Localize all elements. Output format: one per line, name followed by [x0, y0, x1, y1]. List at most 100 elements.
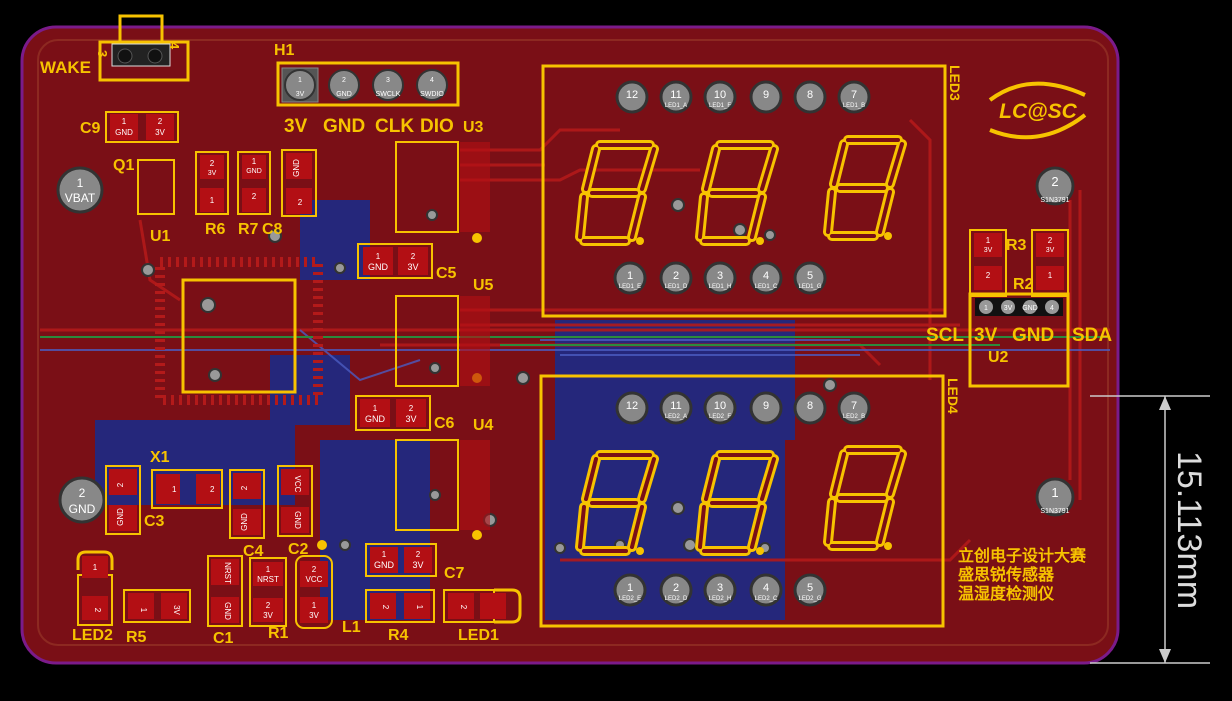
display-pin — [793, 261, 827, 295]
svg-text:2: 2 — [312, 565, 317, 574]
display-pin — [615, 80, 649, 114]
svg-text:GND: GND — [368, 262, 389, 272]
svg-text:3V: 3V — [412, 560, 423, 570]
r3-label: R3 — [1006, 237, 1027, 254]
svg-text:盛思锐传感器: 盛思锐传感器 — [958, 565, 1055, 584]
svg-text:GND: GND — [323, 116, 365, 137]
svg-text:1: 1 — [415, 605, 424, 610]
svg-text:2: 2 — [298, 198, 303, 207]
svg-text:2: 2 — [240, 485, 249, 490]
svg-text:3V: 3V — [263, 611, 273, 620]
svg-text:3V: 3V — [405, 414, 416, 424]
svg-text:2: 2 — [93, 608, 102, 613]
svg-text:GND: GND — [292, 159, 301, 177]
x1-crystal: 1 2 — [151, 469, 223, 509]
pin-number: 11 — [670, 89, 681, 101]
lcsc-logo: LC@SC — [988, 81, 1087, 140]
svg-text:1: 1 — [298, 77, 302, 84]
svg-text:1: 1 — [266, 565, 271, 574]
svg-text:VCC: VCC — [306, 575, 323, 584]
svg-text:4: 4 — [430, 77, 434, 84]
pin-net-label: LED1_H — [709, 284, 732, 290]
x1-label: X1 — [150, 449, 170, 466]
display-pin — [659, 391, 693, 425]
display-pin — [793, 80, 827, 114]
gnd-pad: 2 GND — [58, 476, 106, 524]
h1-label: H1 — [274, 42, 295, 59]
c9-label: C9 — [80, 120, 101, 137]
sensor-pin-2: 2 S1N3791 — [1035, 166, 1075, 206]
c4-cap: 2 GND — [229, 469, 265, 539]
svg-text:GND: GND — [293, 511, 302, 529]
svg-text:1: 1 — [373, 404, 378, 413]
u3-label: U3 — [463, 119, 484, 136]
svg-text:GND: GND — [365, 414, 386, 424]
pin-number: 12 — [626, 400, 638, 412]
svg-text:SWCLK: SWCLK — [376, 91, 401, 98]
pin-net-label: LED2_B — [843, 414, 865, 420]
u5-label: U5 — [473, 277, 494, 294]
display-pin — [613, 261, 647, 295]
q1-label: Q1 — [113, 157, 134, 174]
svg-text:3V: 3V — [1046, 247, 1055, 254]
pin-number: 12 — [626, 89, 638, 101]
svg-text:1: 1 — [172, 485, 177, 494]
pin-number: 7 — [851, 400, 857, 412]
c7-label: C7 — [444, 565, 465, 582]
display-pin — [703, 573, 737, 607]
c2-cap: VCC GND — [277, 465, 313, 537]
display-pin — [703, 80, 737, 114]
pin-number: 5 — [807, 270, 813, 282]
r2-label: R2 — [1013, 276, 1034, 293]
pin-number: 9 — [763, 400, 769, 412]
svg-text:DIO: DIO — [420, 116, 454, 137]
pin-number: 2 — [673, 270, 679, 282]
led1-label: LED1 — [458, 627, 499, 644]
display-pin — [703, 391, 737, 425]
display-pin — [793, 391, 827, 425]
display-pin — [749, 573, 783, 607]
svg-text:2: 2 — [266, 601, 271, 610]
c5-label: C5 — [436, 265, 457, 282]
pin-net-label: LED1_F — [709, 103, 731, 109]
pin-number: 5 — [807, 582, 813, 594]
display-pin — [749, 391, 783, 425]
r1-res: 1 NRST 2 3V — [249, 557, 287, 627]
c6-label: C6 — [434, 415, 455, 432]
svg-text:GND: GND — [115, 128, 133, 137]
svg-text:2: 2 — [158, 117, 163, 126]
led2-label: LED2 — [72, 627, 113, 644]
pin-net-label: LED1_C — [755, 284, 778, 290]
svg-text:3: 3 — [95, 50, 110, 57]
svg-text:3V: 3V — [296, 91, 305, 98]
c7-cap: 1 GND 2 3V — [365, 543, 437, 577]
svg-text:VBAT: VBAT — [65, 191, 96, 205]
display-pin — [837, 391, 871, 425]
svg-text:2: 2 — [986, 271, 991, 280]
pin-number: 9 — [763, 89, 769, 101]
svg-text:SWDIO: SWDIO — [420, 91, 444, 98]
sensor-pin-1: 1 S1N3791 — [1035, 477, 1075, 517]
pin-net-label: LED2_C — [755, 596, 778, 602]
pin-number: 4 — [763, 270, 769, 282]
svg-text:2: 2 — [1048, 236, 1053, 245]
svg-text:3V: 3V — [309, 611, 319, 620]
led4-label: LED4 — [945, 378, 961, 414]
c3-label: C3 — [144, 513, 165, 530]
vbat-pad: 1 VBAT — [56, 166, 104, 214]
svg-text:2: 2 — [252, 192, 257, 201]
pin-number: 4 — [763, 582, 769, 594]
svg-text:4: 4 — [1050, 305, 1054, 312]
pin-net-label: LED2_D — [665, 596, 688, 602]
r1-label: R1 — [268, 625, 289, 642]
u2-3v-label: 3V — [974, 325, 998, 346]
led2: 1 2 — [76, 550, 114, 626]
c2-label: C2 — [288, 541, 309, 558]
svg-text:2: 2 — [416, 550, 421, 559]
c1-label: C1 — [213, 630, 234, 647]
pin-number: 1 — [627, 582, 633, 594]
r5-label: R5 — [126, 629, 147, 646]
pin-net-label: LED2_G — [798, 596, 821, 602]
